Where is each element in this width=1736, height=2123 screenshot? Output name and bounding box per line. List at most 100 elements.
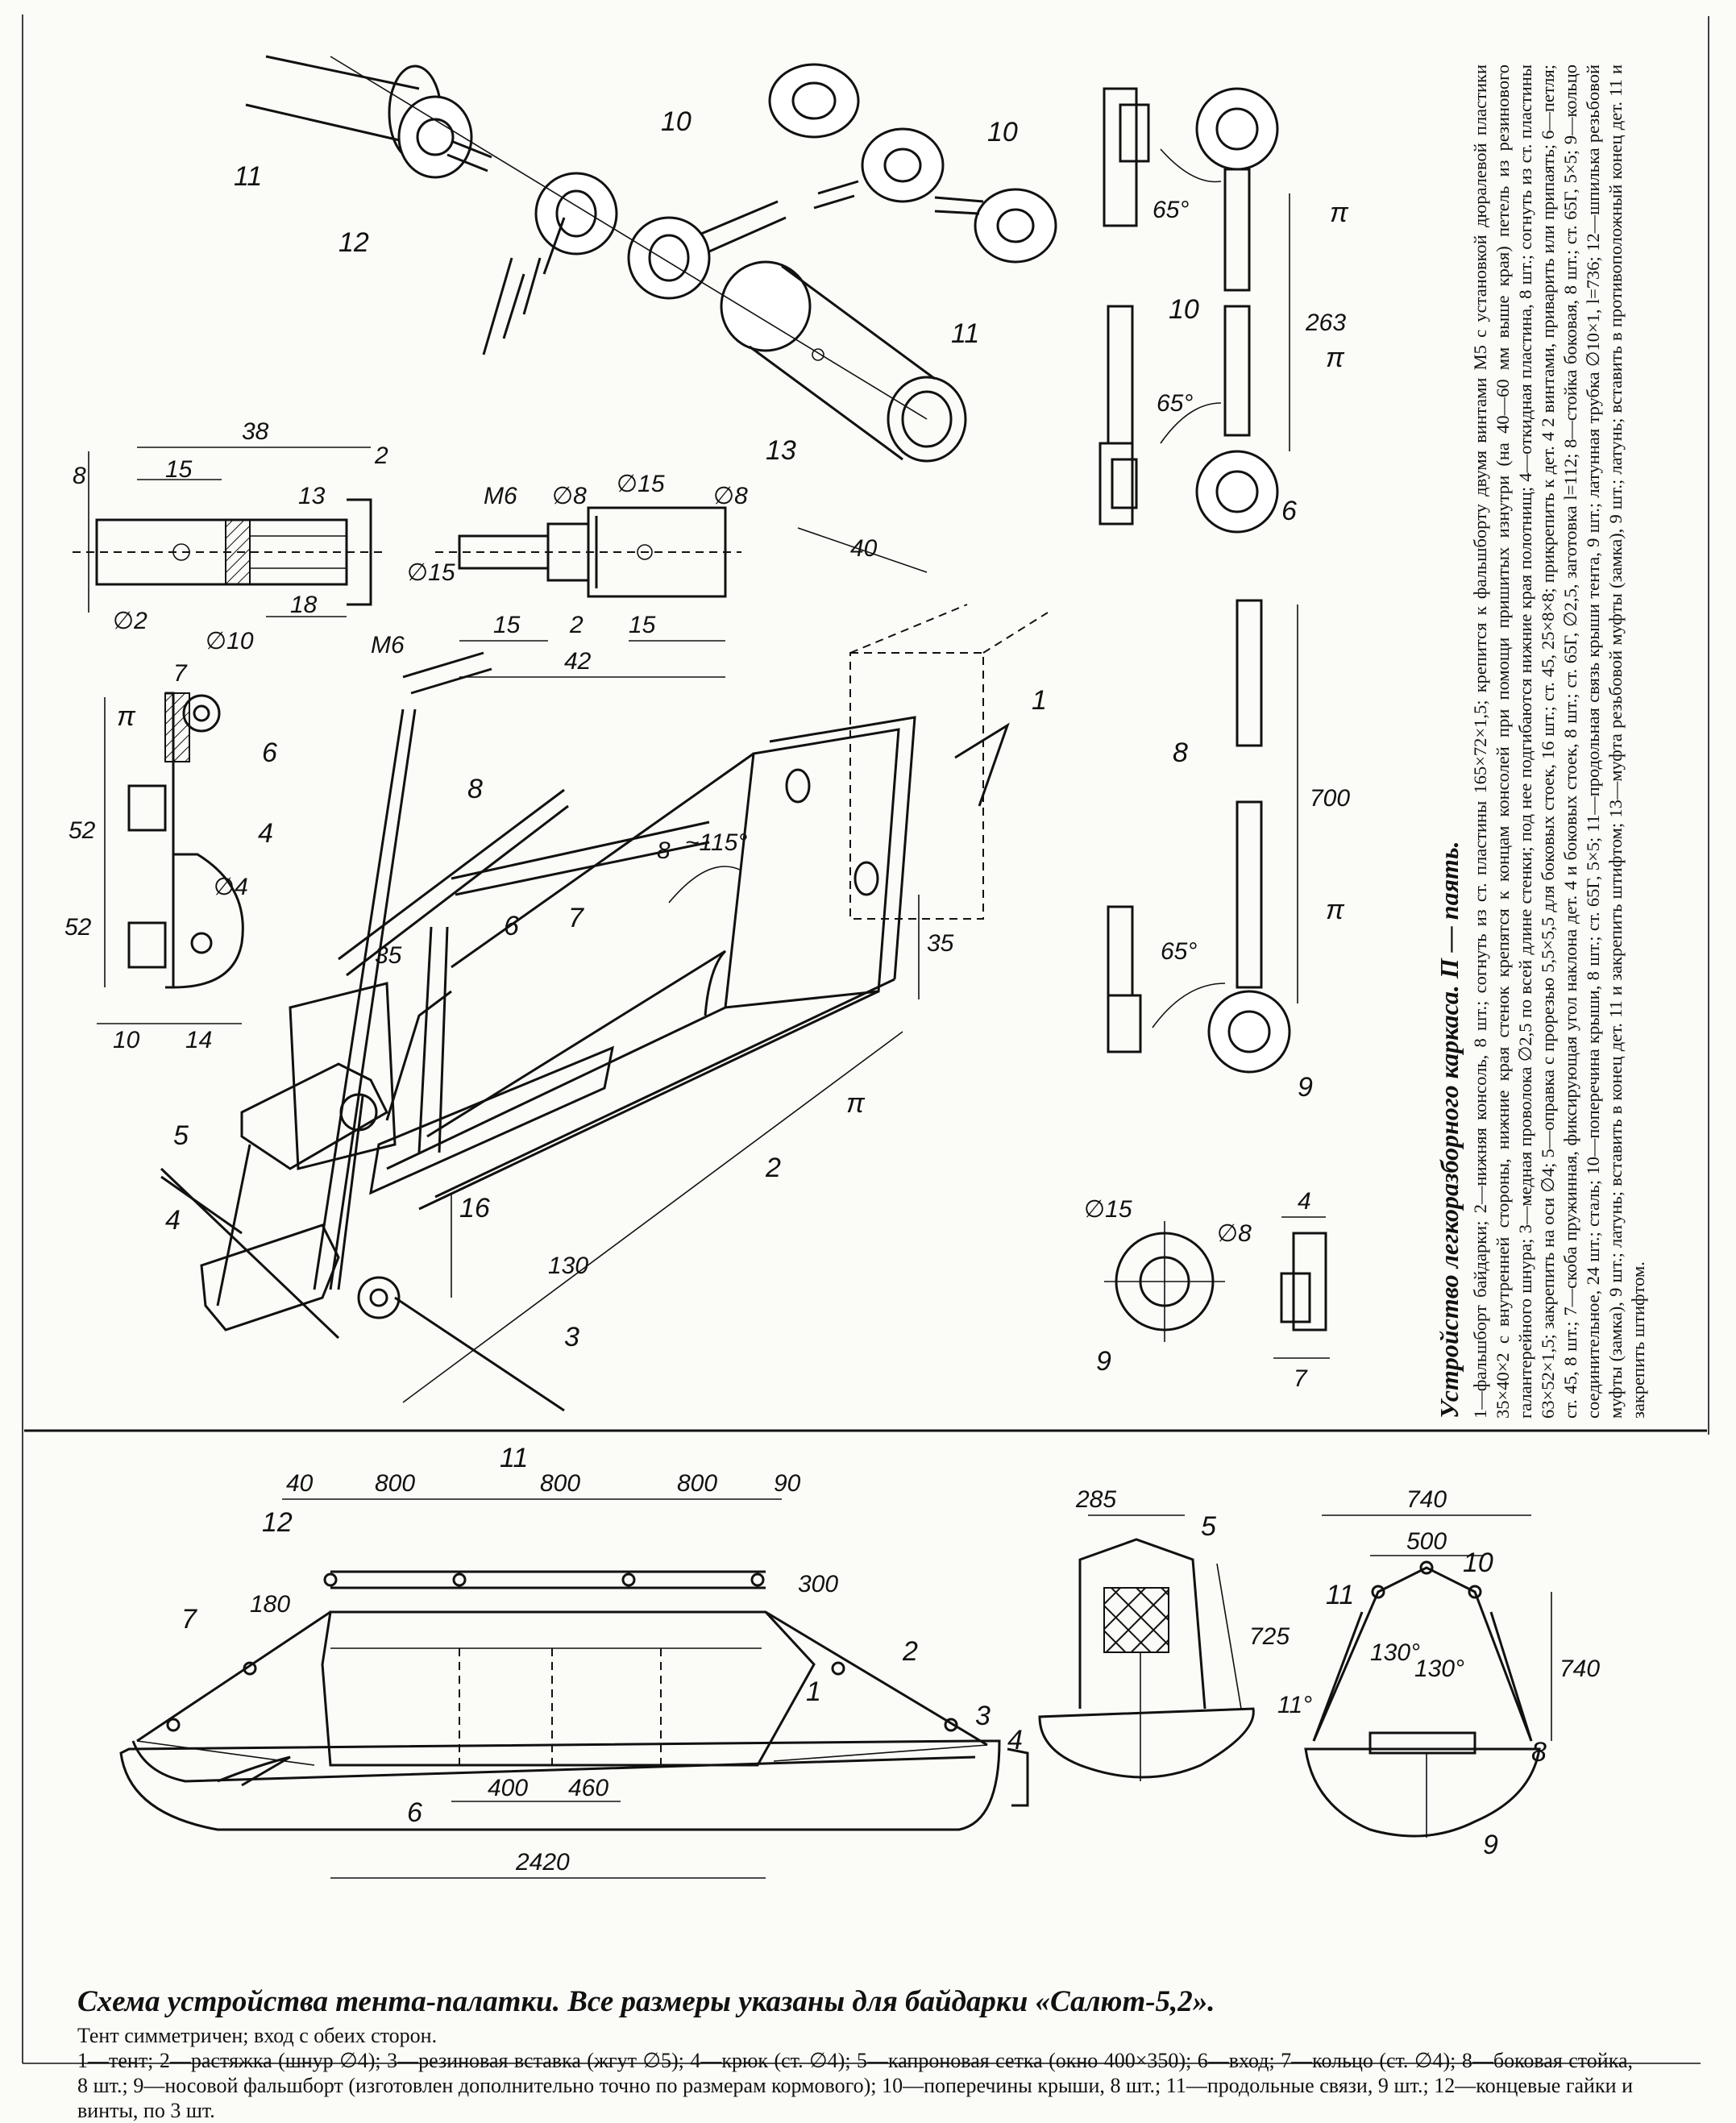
label-8-a: 8 — [467, 774, 483, 804]
tent-label-11: 11 — [500, 1443, 528, 1473]
label-4-a: 4 — [258, 818, 273, 849]
dim-35-b: 35 — [927, 930, 954, 957]
tent-dim-90: 90 — [774, 1470, 801, 1497]
label-9-a: 9 — [1298, 1072, 1313, 1103]
dim-7-a: 7 — [173, 660, 188, 687]
tent-dim-800-c: 800 — [677, 1470, 717, 1497]
tent-label-11-b: 11 — [1326, 1580, 1354, 1610]
tent-label-12: 12 — [262, 1507, 293, 1538]
label-10-a: 10 — [661, 106, 691, 137]
dim-14: 14 — [185, 1027, 212, 1053]
label-9-b: 9 — [1096, 1346, 1111, 1377]
label-7-a: 7 — [568, 903, 584, 933]
dim-m6-b: М6 — [484, 483, 517, 509]
label-52: 52 — [64, 914, 92, 941]
label-5-a: 5 — [173, 1120, 189, 1151]
dim-m6-a: М6 — [371, 632, 405, 659]
angle-65-a: 65° — [1152, 197, 1189, 223]
dim-phi8-a: ∅8 — [552, 483, 587, 509]
dim-52: 52 — [69, 817, 96, 844]
tent-caption-title: Схема устройства тента-палатки. Все разм… — [77, 1985, 1215, 2018]
dim-700: 700 — [1310, 785, 1350, 812]
dim-4: 4 — [1298, 1188, 1311, 1215]
tent-label-8: 8 — [1531, 1737, 1547, 1768]
tent-angle-130-a: 130° — [1370, 1639, 1420, 1666]
dim-130: 130 — [548, 1253, 588, 1279]
label-pi-b: π — [846, 1088, 866, 1119]
dim-phi15-c: ∅15 — [1084, 1196, 1132, 1223]
label-12: 12 — [338, 227, 369, 258]
frame-caption: Устройство легкоразборного каркаса. П — … — [1435, 64, 1709, 1419]
frame-caption-text: 1—фальшборт байдарки; 2—нижняя консоль, … — [1470, 64, 1648, 1419]
angle-65-b: 65° — [1157, 390, 1193, 417]
label-6-c: 6 — [1281, 496, 1297, 526]
label-13-a: 13 — [766, 435, 796, 466]
dim-phi2: ∅2 — [113, 608, 147, 634]
dim-15-a: 15 — [165, 456, 193, 483]
coupling-assembly-view — [245, 55, 1057, 463]
dim-2-b: 2 — [569, 612, 584, 638]
label-pi-a: π — [117, 701, 136, 732]
part-8-drawing — [1107, 599, 1298, 1074]
dim-phi4: ∅4 — [214, 874, 248, 900]
dim-8-b: 8 — [657, 837, 671, 864]
tent-label-9: 9 — [1483, 1830, 1498, 1860]
tent-cross-section — [1304, 1514, 1552, 1838]
part-13-section — [73, 447, 387, 617]
dim-10: 10 — [113, 1027, 140, 1053]
label-13-b: 13 — [298, 483, 326, 509]
label-3-a: 3 — [564, 1322, 579, 1352]
tent-dim-725: 725 — [1249, 1623, 1290, 1650]
tent-label-10: 10 — [1463, 1548, 1493, 1578]
dim-8-a: 8 — [73, 463, 86, 489]
dim-15-c: 15 — [629, 612, 656, 638]
tent-dim-740-b: 740 — [1559, 1656, 1600, 1682]
tent-label-2: 2 — [902, 1636, 918, 1667]
tent-side-view — [119, 1498, 1029, 1879]
dim-7-b: 7 — [1294, 1365, 1308, 1392]
label-pi-c: π — [1330, 197, 1349, 228]
dim-phi8-b: ∅8 — [713, 483, 748, 509]
dim-phi15-b: ∅15 — [617, 471, 665, 497]
label-pi-d: π — [1326, 343, 1345, 373]
dim-263: 263 — [1305, 310, 1346, 336]
label-10-c: 10 — [1169, 294, 1199, 325]
tent-label-6: 6 — [407, 1797, 422, 1828]
dim-phi15-a: ∅15 — [407, 559, 455, 586]
dim-35-a: 35 — [375, 942, 402, 969]
part-12-section — [435, 506, 741, 678]
part-10-drawing — [1098, 87, 1290, 534]
label-10-b: 10 — [987, 117, 1018, 147]
tent-dim-300: 300 — [798, 1571, 838, 1597]
tent-dim-2420: 2420 — [515, 1849, 570, 1876]
dim-38: 38 — [242, 418, 269, 445]
dim-15-b: 15 — [493, 612, 521, 638]
tent-dim-400: 400 — [488, 1775, 528, 1801]
label-8-b: 8 — [1173, 737, 1188, 768]
part-4-side-view — [97, 692, 244, 1024]
label-4-b: 4 — [165, 1205, 181, 1236]
tent-angle-11: 11° — [1277, 1692, 1312, 1718]
label-6-b: 6 — [504, 911, 519, 941]
frame-perspective-view — [160, 527, 1049, 1412]
dim-phi10: ∅10 — [206, 628, 254, 654]
tent-label-7: 7 — [181, 1604, 197, 1635]
label-16: 16 — [459, 1193, 490, 1224]
label-2-a: 2 — [765, 1153, 781, 1183]
label-6-a: 6 — [262, 737, 277, 768]
tent-dim-180: 180 — [250, 1591, 290, 1618]
tent-dim-800-a: 800 — [375, 1470, 415, 1497]
label-1-a: 1 — [1032, 685, 1047, 716]
tent-end-view — [1038, 1514, 1255, 1781]
tent-angle-130-b: 130° — [1414, 1656, 1464, 1682]
part-9-drawing — [1104, 1216, 1330, 1359]
tent-label-1: 1 — [806, 1676, 821, 1707]
angle-65-c: 65° — [1161, 938, 1197, 965]
dim-40-a: 40 — [850, 535, 878, 562]
dim-phi8-c: ∅8 — [1217, 1220, 1252, 1247]
label-11-b: 11 — [951, 318, 979, 349]
tent-dim-285: 285 — [1075, 1486, 1116, 1513]
tent-label-3: 3 — [975, 1701, 991, 1731]
